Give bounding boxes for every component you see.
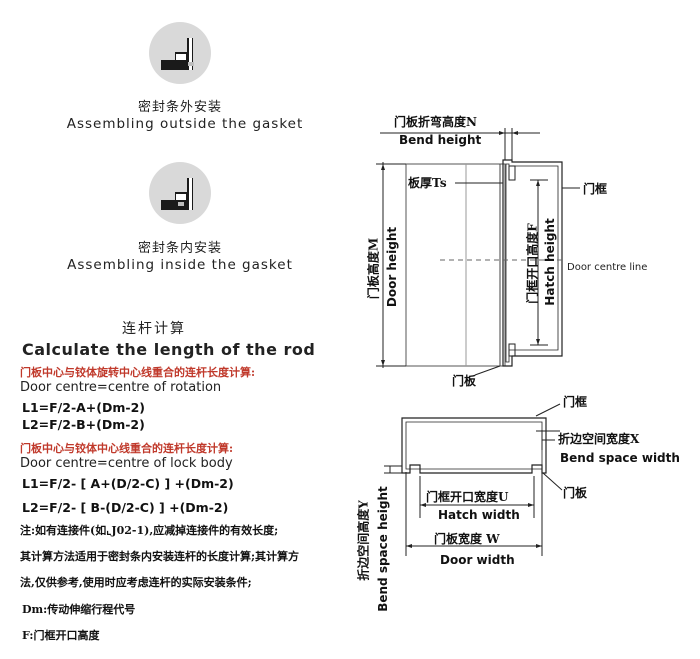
door-height-en: Door height — [385, 226, 399, 308]
section1-en: Door centre=centre of rotation — [20, 380, 222, 395]
panel-label-bottom: 门板 — [563, 486, 588, 500]
hatch-width-cn: 门框开口宽度U — [426, 490, 509, 504]
bend-space-height-cn: 折边空间高度Y — [356, 500, 371, 581]
rod-title-en: Calculate the length of the rod — [22, 340, 316, 359]
gasket-outside-cn: 密封条外安装 — [137, 100, 222, 115]
bend-space-width-cn: 折边空间宽度X — [558, 432, 640, 446]
section2-en: Door centre=centre of lock body — [20, 456, 233, 471]
thickness-label: 板厚Ts — [408, 176, 447, 190]
hatch-height-en: Hatch height — [543, 218, 557, 306]
formula-l1-b: L1=F/2- [ A+(D/2-C) ] +(Dm-2) — [22, 476, 234, 491]
door-width-cn: 门板宽度 W — [434, 532, 500, 546]
gasket-inside-en: Assembling inside the gasket — [67, 257, 293, 273]
rod-title-cn: 连杆计算 — [122, 321, 186, 337]
bend-height-cn: 门板折弯高度N — [394, 115, 477, 129]
panel-label-top: 门板 — [452, 374, 477, 388]
gasket-inside-cn: 密封条内安装 — [137, 241, 222, 256]
gasket-inside-icon — [149, 162, 211, 224]
note-line-3: 法,仅供参考,使用时应考虑连杆的实际安装条件; — [20, 576, 252, 589]
gasket-outside-en: Assembling outside the gasket — [66, 116, 304, 132]
bend-space-height-en: Bend space height — [376, 486, 390, 612]
bend-space-width-en: Bend space width — [560, 451, 680, 465]
door-width-en: Door width — [440, 553, 515, 567]
door-height-cn: 门板高度M — [366, 237, 381, 300]
note-f: F:门框开口高度 — [22, 629, 100, 642]
section2-cn: 门板中心与铰体中心线重合的连杆长度计算: — [20, 442, 234, 455]
centre-line-label: Door centre line — [567, 262, 648, 273]
frame-label-top: 门框 — [583, 182, 608, 196]
hatch-width-en: Hatch width — [438, 508, 520, 522]
note-line-2: 其计算方法适用于密封条内安装连杆的长度计算;其计算方 — [20, 550, 300, 563]
frame-label-bottom: 门框 — [563, 395, 588, 409]
section1-cn: 门板中心与铰体旋转中心线重合的连杆长度计算: — [20, 366, 256, 379]
note-line-1: 注:如有连接件(如⌞J02-1),应减掉连接件的有效长度; — [20, 524, 279, 537]
formula-l1-a: L1=F/2-A+(Dm-2) — [22, 400, 145, 415]
bend-height-en: Bend height — [399, 133, 482, 147]
hatch-height-cn: 门框开口高度F — [525, 223, 540, 304]
formula-l2-a: L2=F/2-B+(Dm-2) — [22, 417, 145, 432]
note-dm: Dm:传动伸缩行程代号 — [22, 603, 136, 616]
formula-l2-b: L2=F/2- [ B-(D/2-C) ] +(Dm-2) — [22, 500, 229, 515]
gasket-outside-icon — [149, 22, 211, 84]
